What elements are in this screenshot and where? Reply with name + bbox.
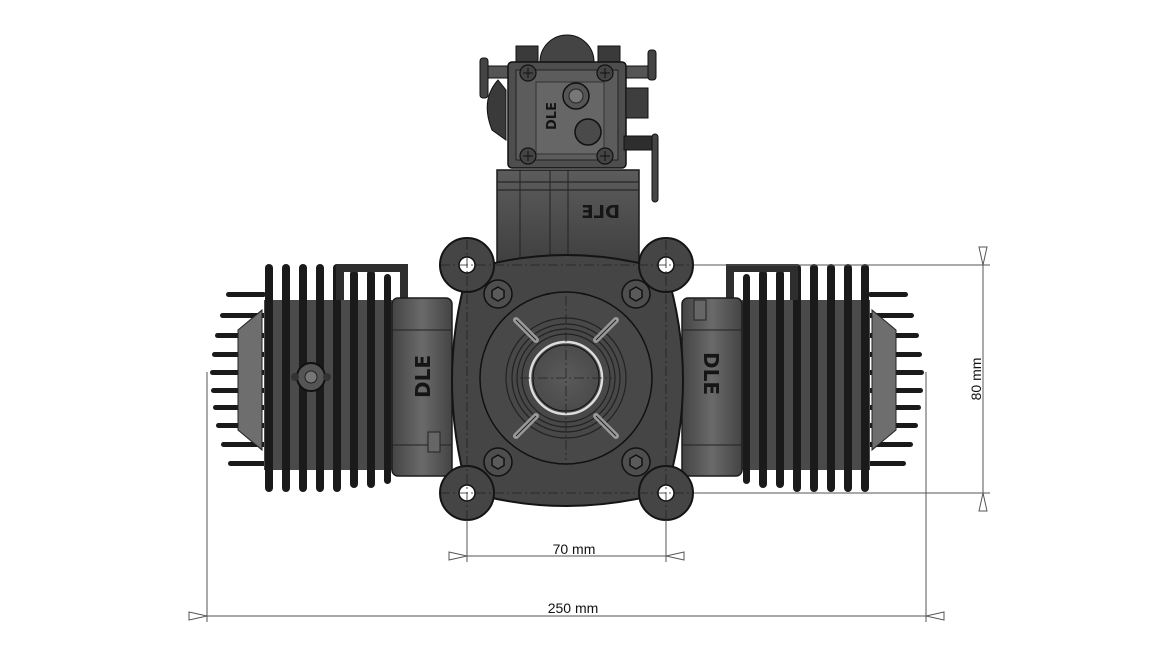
carburetor-logo: DLE [545,102,560,130]
intake-logo: DLE [581,202,620,223]
right-cylinder-logo: DLE [699,352,723,395]
dimension-label-250mm: 250 mm [548,600,599,616]
left-spark-plug [291,362,331,392]
center-lines [440,240,700,520]
carburetor: DLE [479,34,659,203]
dimension-70mm [467,520,666,562]
dimension-label-70mm: 70 mm [553,541,596,557]
dimension-80mm [700,265,990,493]
right-cylinder: DLE [681,264,924,492]
case-bolts [483,279,651,477]
right-barrel-fins [743,264,869,492]
crankcase [439,237,694,521]
dimension-label-80mm: 80 mm [968,358,984,401]
left-cylinder: DLE [210,264,453,492]
dimension-250mm [207,372,926,622]
left-cylinder-logo: DLE [411,355,435,398]
